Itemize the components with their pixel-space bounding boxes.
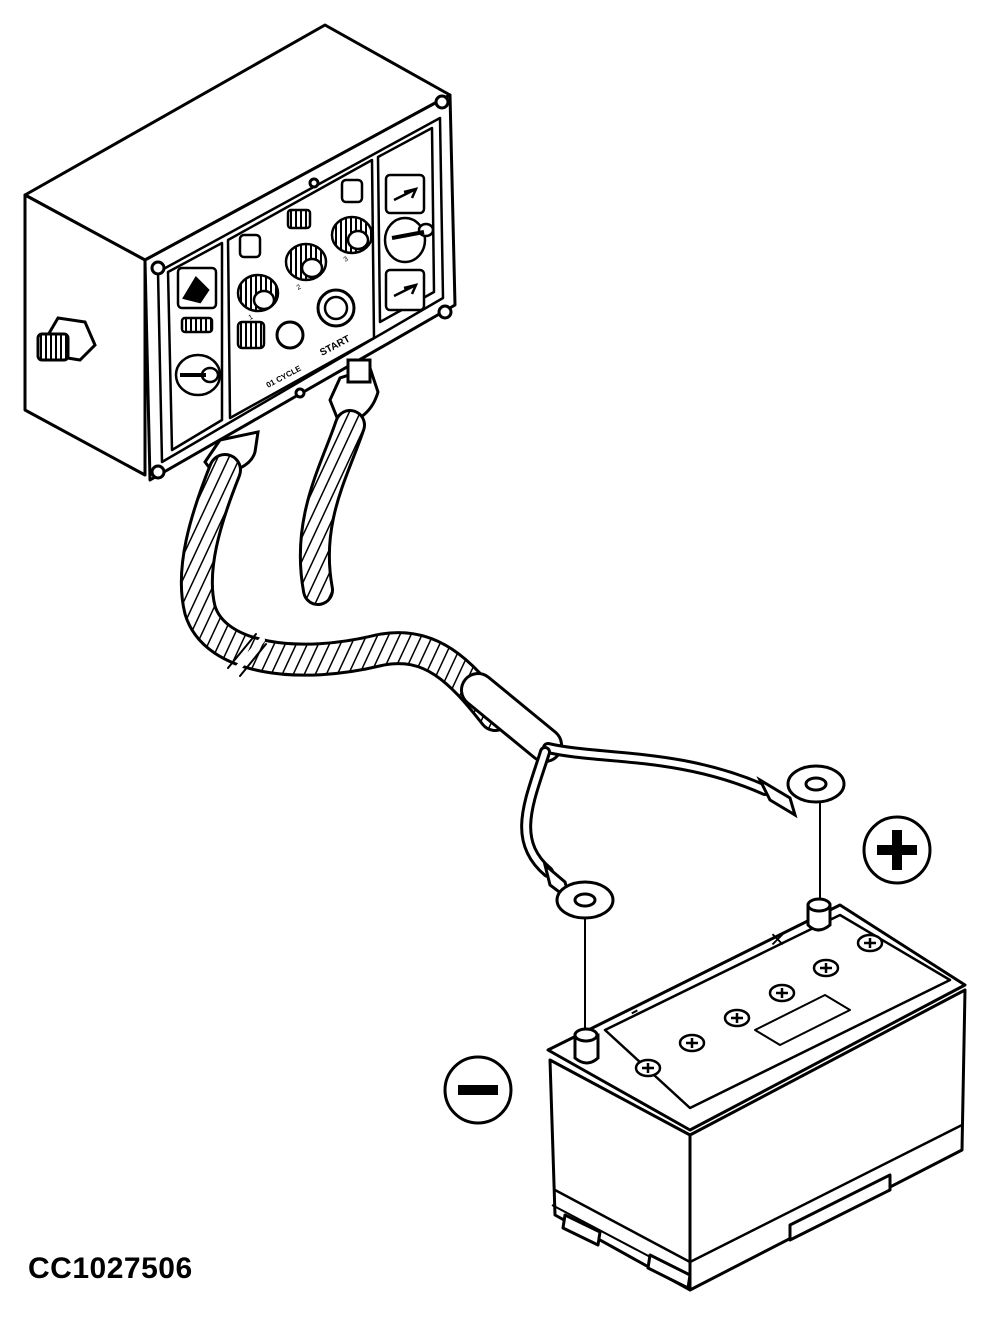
screw-icon <box>294 387 306 399</box>
positive-symbol <box>862 815 932 885</box>
switch-indicator <box>340 178 364 204</box>
screw-icon <box>434 94 450 110</box>
knob-label: 2 <box>296 284 303 292</box>
knob-3[interactable] <box>330 215 374 255</box>
status-lamp <box>236 320 266 350</box>
knob-1[interactable] <box>236 273 280 313</box>
connector-plug <box>346 358 372 384</box>
screw-icon <box>150 464 166 480</box>
battery-side <box>688 988 967 1292</box>
negative-ring-terminal <box>542 860 615 920</box>
battery <box>546 903 967 1292</box>
screw-icon <box>150 260 166 276</box>
cell-cap-icon <box>723 1008 751 1028</box>
positive-ring-terminal <box>756 764 846 819</box>
cell-cap-icon <box>812 958 840 978</box>
knob-2[interactable] <box>284 242 328 282</box>
side-stud <box>36 316 97 362</box>
screw-icon <box>308 177 320 189</box>
cell-cap-icon <box>678 1033 706 1053</box>
negative-post <box>573 1027 600 1065</box>
threaded-stud-icon <box>36 332 70 362</box>
knob-label: 1 <box>248 314 255 322</box>
cell-cap-icon <box>634 1058 662 1078</box>
battery-lid <box>603 913 952 1110</box>
battery-foot <box>646 1253 692 1290</box>
screw-icon <box>437 304 453 320</box>
positive-post <box>806 897 832 932</box>
wiring-harness <box>179 409 771 878</box>
arrow-icon <box>393 187 419 202</box>
start-button[interactable] <box>316 288 356 328</box>
toggle-switch[interactable] <box>383 216 427 264</box>
knob-label: 3 <box>343 256 350 264</box>
figure-reference-code: CC1027506 <box>28 1252 193 1285</box>
switch-indicator <box>238 233 262 259</box>
battery-foot <box>788 1173 892 1242</box>
battery-label-plate <box>754 994 851 1046</box>
deer-logo-icon <box>182 275 210 304</box>
cycle-indicator <box>275 320 305 350</box>
indicator-lamp <box>180 316 214 334</box>
case-plus-mark: × <box>770 924 785 954</box>
switch-indicator <box>286 208 312 230</box>
arrow-icon <box>393 283 419 298</box>
negative-symbol <box>443 1055 513 1125</box>
cell-caps <box>634 933 884 1078</box>
battery-foot <box>561 1213 602 1247</box>
cell-cap-icon <box>768 983 796 1003</box>
cell-cap-icon <box>856 933 884 953</box>
